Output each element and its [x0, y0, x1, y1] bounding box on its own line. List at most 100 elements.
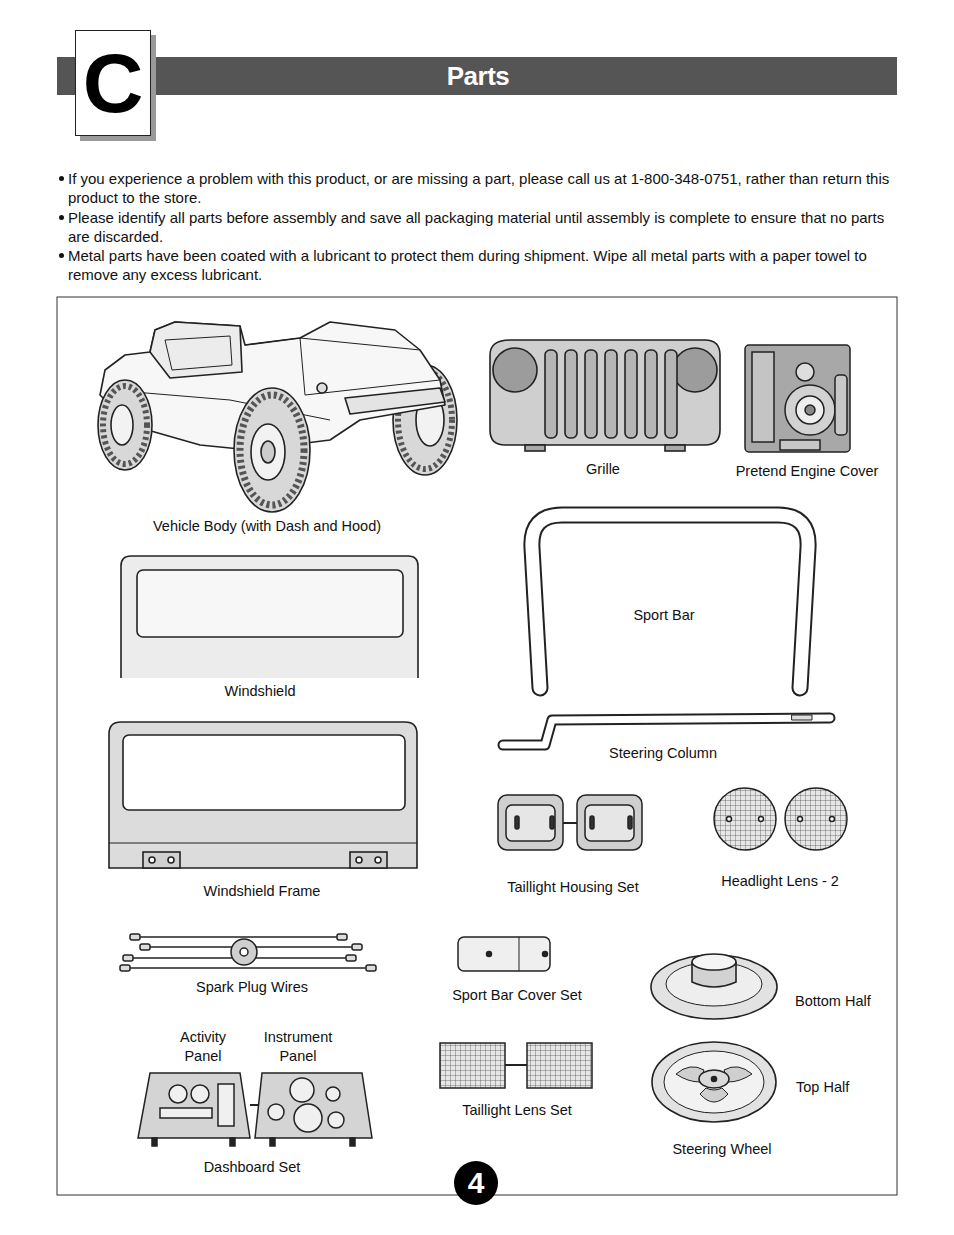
headlight-lens: [798, 817, 803, 822]
vehicle-body: [98, 380, 152, 470]
dashboard-set: [326, 1087, 340, 1101]
grille: [673, 348, 717, 392]
part-name: Instrument Panel: [255, 1028, 341, 1066]
dashboard-set: [294, 1104, 322, 1132]
spark-plug-wires: [120, 965, 130, 971]
sport-bar-cover: [519, 937, 520, 971]
windshield-frame: [143, 852, 180, 868]
part-name: Sport Bar: [633, 606, 694, 625]
vehicle-body: [251, 424, 285, 480]
taillight-housing: [563, 822, 577, 824]
spark-plug-wires: [352, 944, 362, 950]
grille: [493, 348, 537, 392]
dashboard-set: [160, 1108, 212, 1118]
engine-cover: [796, 396, 824, 424]
grille: [565, 350, 577, 438]
header-band: [57, 57, 897, 95]
grille: [525, 445, 545, 451]
part-name: Taillight Lens Set: [462, 1101, 572, 1120]
vehicle-body: [317, 383, 327, 393]
taillight-housing: [590, 816, 594, 829]
dashboard-set: [230, 1138, 235, 1146]
section-letter-box: C: [75, 30, 151, 136]
spark-plug-wires: [120, 934, 376, 971]
windshield-frame: [109, 843, 417, 844]
spark-plug-wires: [140, 944, 150, 950]
section-letter: C: [83, 41, 144, 125]
page-number-circle: 4: [454, 1161, 498, 1205]
part-name: Steering Wheel: [672, 1140, 771, 1159]
windshield: [121, 556, 418, 678]
steering-column: [792, 715, 812, 720]
instruction-note: If you experience a problem with this pr…: [68, 169, 898, 207]
engine-cover: [785, 385, 835, 435]
vehicle-body: [165, 336, 232, 370]
headlight-lens: [830, 817, 835, 822]
taillight-lens: [505, 1064, 527, 1066]
taillight-housing: [515, 816, 519, 829]
engine-cover: [805, 405, 815, 415]
sport-bar-cover: [458, 937, 550, 971]
taillight-housing: [498, 795, 642, 850]
part-name: Top Half: [796, 1078, 849, 1097]
steering-wheel: [699, 1070, 729, 1088]
part-name: Taillight Housing Set: [507, 878, 638, 897]
spark-plug-wires: [240, 948, 248, 956]
header-band: [57, 57, 897, 95]
taillight-lens: [440, 1043, 505, 1088]
section-title: Parts: [447, 61, 510, 91]
engine-cover: [796, 363, 814, 381]
dashboard-set: [250, 1104, 258, 1106]
steering-wheel: [692, 954, 736, 970]
spark-plug-wires: [366, 965, 376, 971]
steering-column: [503, 718, 830, 745]
grille: [490, 340, 720, 451]
taillight-lens: [527, 1043, 592, 1088]
part-name: Windshield: [225, 682, 296, 701]
taillight-lens: [440, 1043, 592, 1088]
dashboard-set: [268, 1104, 284, 1120]
spark-plug-wires: [346, 955, 356, 961]
dashboard-set: [169, 1085, 187, 1103]
part-name: Bottom Half: [795, 992, 871, 1011]
windshield: [137, 570, 403, 637]
part-name: Vehicle Body (with Dash and Hood): [153, 517, 381, 536]
taillight-housing: [498, 795, 563, 850]
dashboard-set: [218, 1084, 234, 1126]
engine-cover: [780, 440, 820, 450]
dashboard-set: [290, 1078, 314, 1102]
dashboard-set: [152, 1138, 157, 1146]
steering-wheel: [664, 1051, 764, 1113]
headlight-lens: [785, 788, 847, 850]
steering-wheel: [700, 1088, 728, 1102]
engine-cover: [835, 375, 847, 435]
dashboard-set: [328, 1112, 344, 1128]
bullet-dot: [59, 253, 64, 258]
taillight-housing: [628, 816, 632, 829]
parts-frame: [57, 297, 897, 1195]
windshield-frame: [168, 857, 174, 863]
steering-wheel: [651, 955, 777, 1019]
dashboard-set: [191, 1085, 209, 1103]
spark-plug-wires: [337, 934, 347, 940]
grille: [665, 445, 685, 451]
grille: [645, 350, 657, 438]
vehicle-body: [103, 386, 147, 464]
part-name: Windshield Frame: [204, 882, 321, 901]
headlight-lens: [714, 788, 847, 850]
instruction-note: Please identify all parts before assembl…: [68, 208, 898, 246]
taillight-housing: [550, 816, 554, 829]
windshield-frame: [109, 722, 417, 868]
part-name: Pretend Engine Cover: [736, 462, 879, 481]
grille: [490, 340, 720, 445]
taillight-housing: [506, 805, 555, 841]
grille: [625, 350, 637, 438]
sport-bar-cover: [543, 952, 548, 957]
windshield-frame: [375, 857, 381, 863]
part-name: Spark Plug Wires: [196, 978, 308, 997]
headlight-lens: [759, 817, 764, 822]
spark-plug-wires: [130, 934, 140, 940]
sport-bar-cover: [487, 952, 492, 957]
windshield-frame: [149, 857, 155, 863]
headlight-lens: [714, 788, 776, 850]
